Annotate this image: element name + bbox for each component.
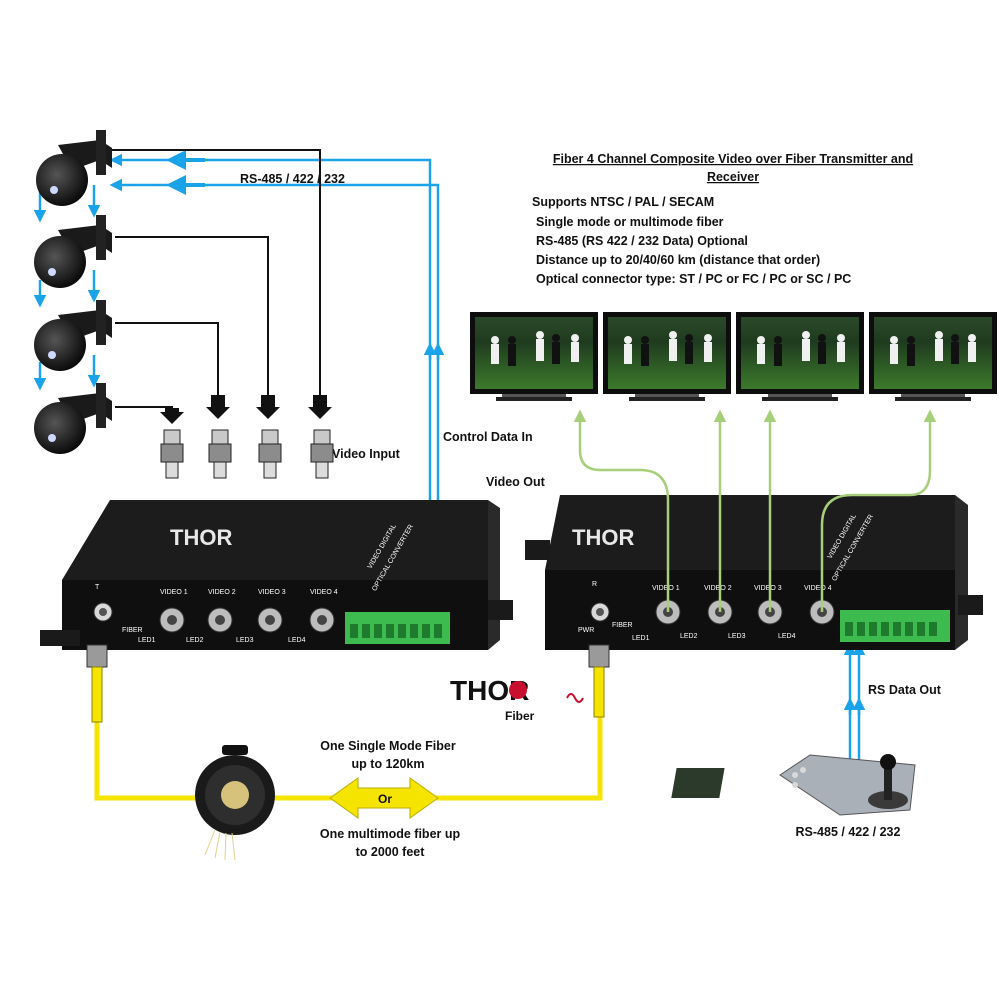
camera-1 [36,130,112,206]
fiber-connectors [86,644,610,723]
feature-3: RS-485 (RS 422 / 232 Data) Optional [536,234,748,248]
multimode-line-2: to 2000 feet [356,845,426,859]
rs-data-out-label: RS Data Out [868,683,942,697]
rs485-control-lines [33,150,866,765]
ptz-keyboard-icon [671,754,916,816]
transmitter-unit: T FIBER VIDEO DIGITAL OPTICAL CONVERTER … [40,500,513,650]
transmitter-bnc-3[interactable] [257,607,283,633]
transmitter-port-4: VIDEO 4 [310,589,338,596]
video-input-arrows [160,395,332,424]
video-input-cables [100,149,321,415]
receiver-port-1: VIDEO 1 [652,585,680,592]
receiver-led-4: LED4 [778,633,796,640]
title-line-2: Receiver [707,170,759,184]
title-block: Fiber 4 Channel Composite Video over Fib… [532,152,913,286]
transmitter-bnc-4[interactable] [309,607,335,633]
feature-4: Distance up to 20/40/60 km (distance tha… [536,253,820,267]
receiver-led-3: LED3 [728,633,746,640]
transmitter-port-2: VIDEO 2 [208,589,236,596]
camera-4 [34,383,112,454]
transmitter-letter: T [95,584,100,591]
monitor-1 [470,312,598,401]
bnc-plugs [160,429,334,479]
feature-5: Optical connector type: ST / PC or FC / … [536,272,851,286]
fiber-reel-icon [195,745,275,861]
receiver-led-1: LED1 [632,635,650,642]
or-double-arrow [329,777,439,819]
video-out-lines [573,409,937,612]
transmitter-port-3: VIDEO 3 [258,589,286,596]
transmitter-logo: THOR [170,525,232,550]
feature-1: Supports NTSC / PAL / SECAM [532,195,714,209]
or-label: Or [378,792,392,806]
transmitter-bnc-1[interactable] [159,607,185,633]
transmitter-bnc-2[interactable] [207,607,233,633]
monitor-2 [603,312,731,401]
monitor-3 [736,312,864,401]
receiver-port-3: VIDEO 3 [754,585,782,592]
logo-sub: Fiber [505,709,535,723]
transmitter-led-4: LED4 [288,637,306,644]
video-input-label: Video Input [332,447,401,461]
single-mode-line-1: One Single Mode Fiber [320,739,456,753]
camera-2 [34,215,112,288]
transmitter-fiber-label: FIBER [122,627,143,634]
thor-fiber-logo: THOR Fiber [450,675,584,723]
rs485-top-label: RS-485 / 422 / 232 [240,172,345,186]
receiver-port-4: VIDEO 4 [804,585,832,592]
receiver-unit: R PWR FIBER VIDEO DIGITAL OPTICAL CONVER… [525,495,983,650]
receiver-letter: R [592,581,597,588]
single-mode-line-2: up to 120km [352,757,425,771]
receiver-port-2: VIDEO 2 [704,585,732,592]
multimode-line-1: One multimode fiber up [320,827,461,841]
feature-2: Single mode or multimode fiber [536,215,724,229]
receiver-logo: THOR [572,525,634,550]
video-out-label: Video Out [486,475,546,489]
transmitter-led-2: LED2 [186,637,204,644]
rs485-bottom-label: RS-485 / 422 / 232 [796,825,901,839]
transmitter-led-1: LED1 [138,637,156,644]
camera-3 [34,300,112,371]
transmitter-port-1: VIDEO 1 [160,589,188,596]
control-data-in-label: Control Data In [443,430,533,444]
monitor-4 [869,312,997,401]
receiver-fiber-label: FIBER [612,622,633,629]
receiver-led-2: LED2 [680,633,698,640]
transmitter-led-3: LED3 [236,637,254,644]
title-line-1: Fiber 4 Channel Composite Video over Fib… [553,152,913,166]
receiver-pwr-label: PWR [578,627,594,634]
